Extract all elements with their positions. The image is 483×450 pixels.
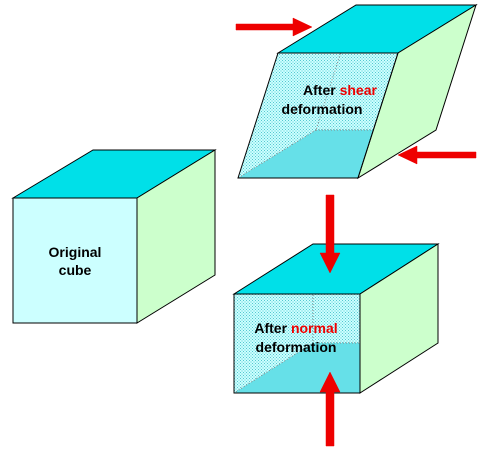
normal-cube-hidden-edge-bottom	[233, 342, 314, 394]
shear-arrow-top-right-pointing	[235, 17, 313, 37]
force-arrows	[235, 17, 477, 447]
sheared-cube-front-outline	[237, 52, 399, 179]
normal-cube-label-line1: After normal	[254, 320, 337, 336]
sheared-cube-hidden-edge-bottom	[237, 129, 317, 179]
compression-arrow-up	[319, 371, 341, 447]
normal-cube-front-outline	[233, 293, 361, 394]
sheared-cube-label-line1: After shear	[303, 82, 377, 98]
sheared-cube-label-line2: deformation	[282, 101, 363, 117]
original-cube-label-line1: Original	[49, 244, 102, 260]
original-cube: Original cube	[11, 149, 217, 324]
sheared-cube: After shear deformation	[237, 3, 478, 180]
original-cube-front-face	[12, 197, 138, 324]
normal-cube-label-line2: deformation	[256, 339, 337, 355]
original-cube-label-line2: cube	[59, 262, 92, 278]
compression-arrow-down	[319, 194, 341, 274]
normal-cube: After normal deformation	[232, 243, 440, 394]
shear-arrow-bottom-left-pointing	[397, 145, 477, 165]
